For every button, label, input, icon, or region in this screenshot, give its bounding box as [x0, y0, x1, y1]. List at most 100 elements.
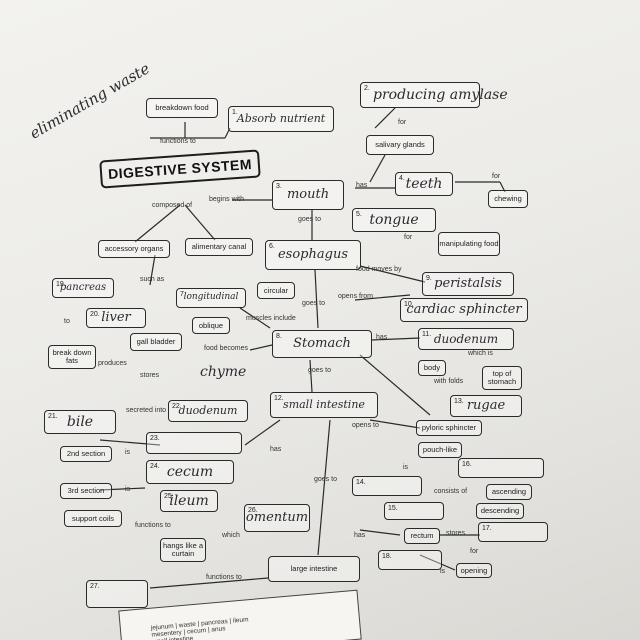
answer-box-12[interactable]: 12.small intestine	[270, 392, 378, 418]
box-label: 3rd section	[67, 486, 105, 496]
box-number: 26.	[248, 507, 258, 514]
link-opens-to: opens to	[352, 422, 379, 429]
link-for: for	[398, 119, 407, 126]
box-breakdown-food: breakdown food	[146, 98, 218, 118]
link-is: is	[403, 464, 409, 471]
link-for: for	[404, 234, 413, 241]
answer-box-15[interactable]: 15.	[384, 502, 444, 520]
answer-box-19[interactable]: 19.pancreas	[52, 278, 114, 298]
link-stores: stores	[140, 372, 160, 379]
box-label: support coils	[71, 513, 115, 523]
link-is: is	[125, 449, 131, 456]
handwritten-answer: rugae	[466, 398, 506, 414]
handwritten-answer: pancreas	[59, 281, 107, 293]
handwritten-answer: Absorb nutrient	[236, 112, 326, 126]
answer-box-10[interactable]: 10.cardiac sphincter	[400, 298, 528, 322]
answer-box-18[interactable]: 18.	[378, 550, 442, 570]
link-functions-to: functions to	[206, 574, 242, 581]
link-for: for	[492, 173, 501, 180]
link-produces: produces	[98, 360, 127, 367]
box-rectum: rectum	[404, 528, 440, 544]
answer-box-6[interactable]: 6.esophagus	[265, 240, 361, 270]
box-number: 25.	[164, 493, 174, 500]
link-which: which	[222, 532, 240, 539]
box-number: 23.	[150, 435, 160, 442]
answer-box-3[interactable]: 3. mouth	[272, 180, 344, 210]
answer-box-4[interactable]: 4.teeth	[395, 172, 453, 196]
box-number: 2.	[364, 85, 370, 92]
link-is: is	[440, 568, 446, 575]
box-label: pouch-like	[422, 445, 458, 455]
handwritten-answer: tongue	[369, 211, 419, 228]
box-label: salivary glands	[375, 140, 425, 150]
link-food-becomes: food becomes	[204, 345, 248, 352]
box-number: 7.	[180, 291, 186, 298]
box-label: breakdown food	[155, 103, 209, 113]
answer-box-17[interactable]: 17.	[478, 522, 548, 542]
link-has: has	[376, 334, 388, 341]
handwritten-answer: longitudinal	[183, 292, 239, 303]
box-label: break down fats	[52, 348, 92, 365]
link-has: has	[270, 446, 282, 453]
box-label: large intestine	[290, 564, 338, 574]
box-2nd-section: 2nd section	[60, 446, 112, 462]
link-for: for	[470, 548, 479, 555]
box-number: 3.	[276, 183, 282, 190]
handwritten-answer: duodenum	[178, 404, 238, 418]
answer-box-25[interactable]: 25.ileum	[160, 490, 218, 512]
handwritten-answer: esophagus	[277, 247, 348, 263]
handwritten-answer: liver	[101, 310, 131, 326]
answer-box-26[interactable]: 26.omentum	[244, 504, 310, 532]
box-large-intestine: large intestine	[268, 556, 360, 582]
answer-box-24[interactable]: 24.cecum	[146, 460, 234, 484]
box-3rd-section: 3rd section	[60, 483, 112, 499]
box-label: opening	[460, 565, 488, 575]
box-number: 4.	[399, 175, 405, 182]
box-number: 9.	[426, 275, 432, 282]
answer-box-21[interactable]: 21.bile	[44, 410, 116, 434]
handwritten-answer: cardiac sphincter	[406, 302, 522, 318]
box-number: 8.	[276, 333, 282, 340]
box-accessory-organs: accessory organs	[98, 240, 170, 258]
answer-box-23[interactable]: 23.	[146, 432, 242, 454]
box-number: 18.	[382, 553, 392, 560]
box-number: 16.	[462, 461, 472, 468]
answer-box-8[interactable]: 8.Stomach	[272, 330, 372, 358]
box-label: accessory organs	[104, 244, 164, 254]
link-secreted-into: secreted into	[126, 407, 167, 414]
answer-box-5[interactable]: 5.tongue	[352, 208, 436, 232]
box-opening: opening	[456, 563, 492, 578]
box-label: hangs like a curtain	[162, 541, 204, 558]
box-circular: circular	[257, 282, 295, 299]
answer-box-2[interactable]: 2.producing amylase	[360, 82, 508, 108]
answer-box-14[interactable]: 14.	[352, 476, 422, 496]
link-functions-to: functions to	[135, 522, 171, 529]
handwritten-answer: mouth	[286, 187, 330, 203]
link-muscles-include: muscles include	[246, 315, 296, 322]
handwritten-answer: producing amylase	[373, 86, 508, 103]
answer-box-22[interactable]: 22.duodenum	[168, 400, 248, 422]
box-number: 17.	[482, 525, 492, 532]
box-body: body	[418, 360, 446, 376]
box-label: top of stomach	[487, 369, 517, 386]
answer-box-9[interactable]: 9.peristalsis	[422, 272, 514, 296]
link-has: has	[354, 532, 366, 539]
box-break-down-fats: break down fats	[48, 345, 96, 369]
box-label: chewing	[494, 194, 522, 204]
answer-box-1[interactable]: 1.Absorb nutrient	[228, 106, 334, 132]
link-food-moves-by: food moves by	[356, 266, 402, 273]
answer-box-20[interactable]: 20.liver	[86, 308, 146, 328]
box-support-coils: support coils	[64, 510, 122, 527]
handwritten-chyme: chyme	[200, 364, 247, 380]
link-goes-to: goes to	[314, 476, 337, 483]
answer-box-13[interactable]: 13.rugae	[450, 395, 522, 417]
link-with-folds: with folds	[434, 378, 464, 385]
box-number: 14.	[356, 479, 366, 486]
answer-box-27[interactable]: 27.	[86, 580, 148, 608]
handwritten-answer: duodenum	[433, 331, 499, 346]
answer-box-7[interactable]: 7.longitudinal	[176, 288, 246, 308]
box-label: 2nd section	[66, 449, 106, 459]
answer-box-11[interactable]: 11.duodenum	[418, 328, 514, 350]
answer-box-16[interactable]: 16.	[458, 458, 544, 478]
handwritten-answer: small intestine	[283, 398, 365, 412]
